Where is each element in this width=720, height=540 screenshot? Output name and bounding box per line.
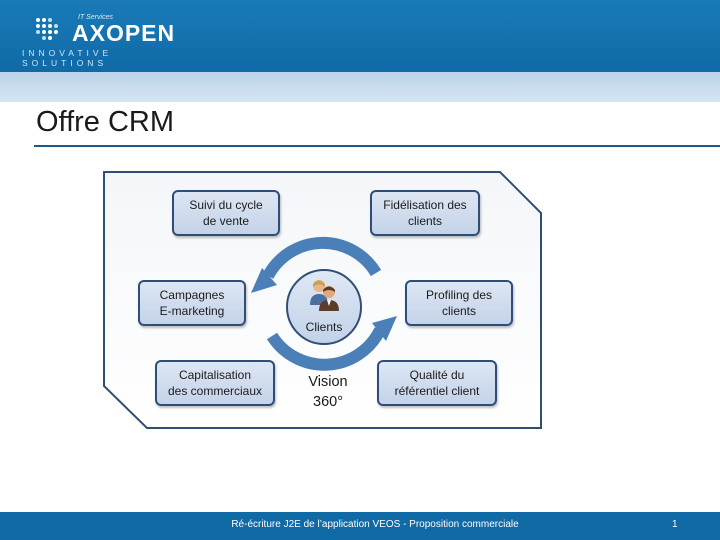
vision-line2: 360° — [313, 394, 343, 410]
box-label-line: référentiel client — [394, 384, 480, 398]
slide-footer-bar — [0, 512, 720, 540]
box-suivi-cycle-vente: Suivi du cycle de vente — [172, 190, 280, 236]
slide-header-bar — [0, 0, 720, 72]
logo-dots-icon — [36, 18, 58, 40]
cycle-arrow-top — [262, 236, 382, 279]
logo-sublabel: IT Services — [78, 14, 114, 21]
page-number: 1 — [672, 519, 678, 530]
box-label-line: des commerciaux — [167, 384, 263, 398]
box-capitalisation-commerciaux: Capitalisation des commerciaux — [155, 360, 275, 406]
box-label-line: Qualité du — [409, 368, 465, 382]
box-qualite-referentiel: Qualité du référentiel client — [377, 360, 497, 406]
header-band — [0, 72, 720, 102]
logo-tagline: INNOVATIVE SOLUTIONS — [22, 48, 113, 68]
box-label-line: Campagnes — [159, 288, 225, 302]
box-fidelisation-clients: Fidélisation des clients — [370, 190, 480, 236]
clients-people-icon — [310, 280, 339, 311]
box-label-line: Profiling des — [425, 288, 493, 302]
vision-line1: Vision — [308, 374, 348, 390]
logo-name: AXOPEN — [72, 20, 176, 46]
footer-text: Ré-écriture J2E de l’application VEOS - … — [231, 519, 519, 530]
box-profiling-clients: Profiling des clients — [405, 280, 513, 326]
box-label-line: Fidélisation des — [383, 198, 467, 212]
cycle-arrowhead-bottom — [372, 316, 397, 341]
company-logo: IT Services AXOPEN INNOVATIVE SOLUTIONS — [22, 12, 182, 68]
clients-circle — [286, 269, 362, 345]
vision-360-label: Vision 360° — [296, 372, 360, 412]
cycle-arrowhead-top — [251, 268, 277, 293]
clients-label: Clients — [305, 320, 343, 334]
box-label-line: clients — [441, 304, 476, 318]
box-label-line: Capitalisation — [178, 368, 252, 382]
box-label-line: clients — [407, 214, 442, 228]
box-label-line: Suivi du cycle — [189, 198, 263, 212]
cycle-arrow-bottom — [266, 327, 386, 371]
box-label-line: E-marketing — [159, 304, 225, 318]
slide-title: Offre CRM — [36, 106, 175, 138]
box-label-line: de vente — [202, 214, 250, 228]
title-underline — [34, 145, 720, 147]
